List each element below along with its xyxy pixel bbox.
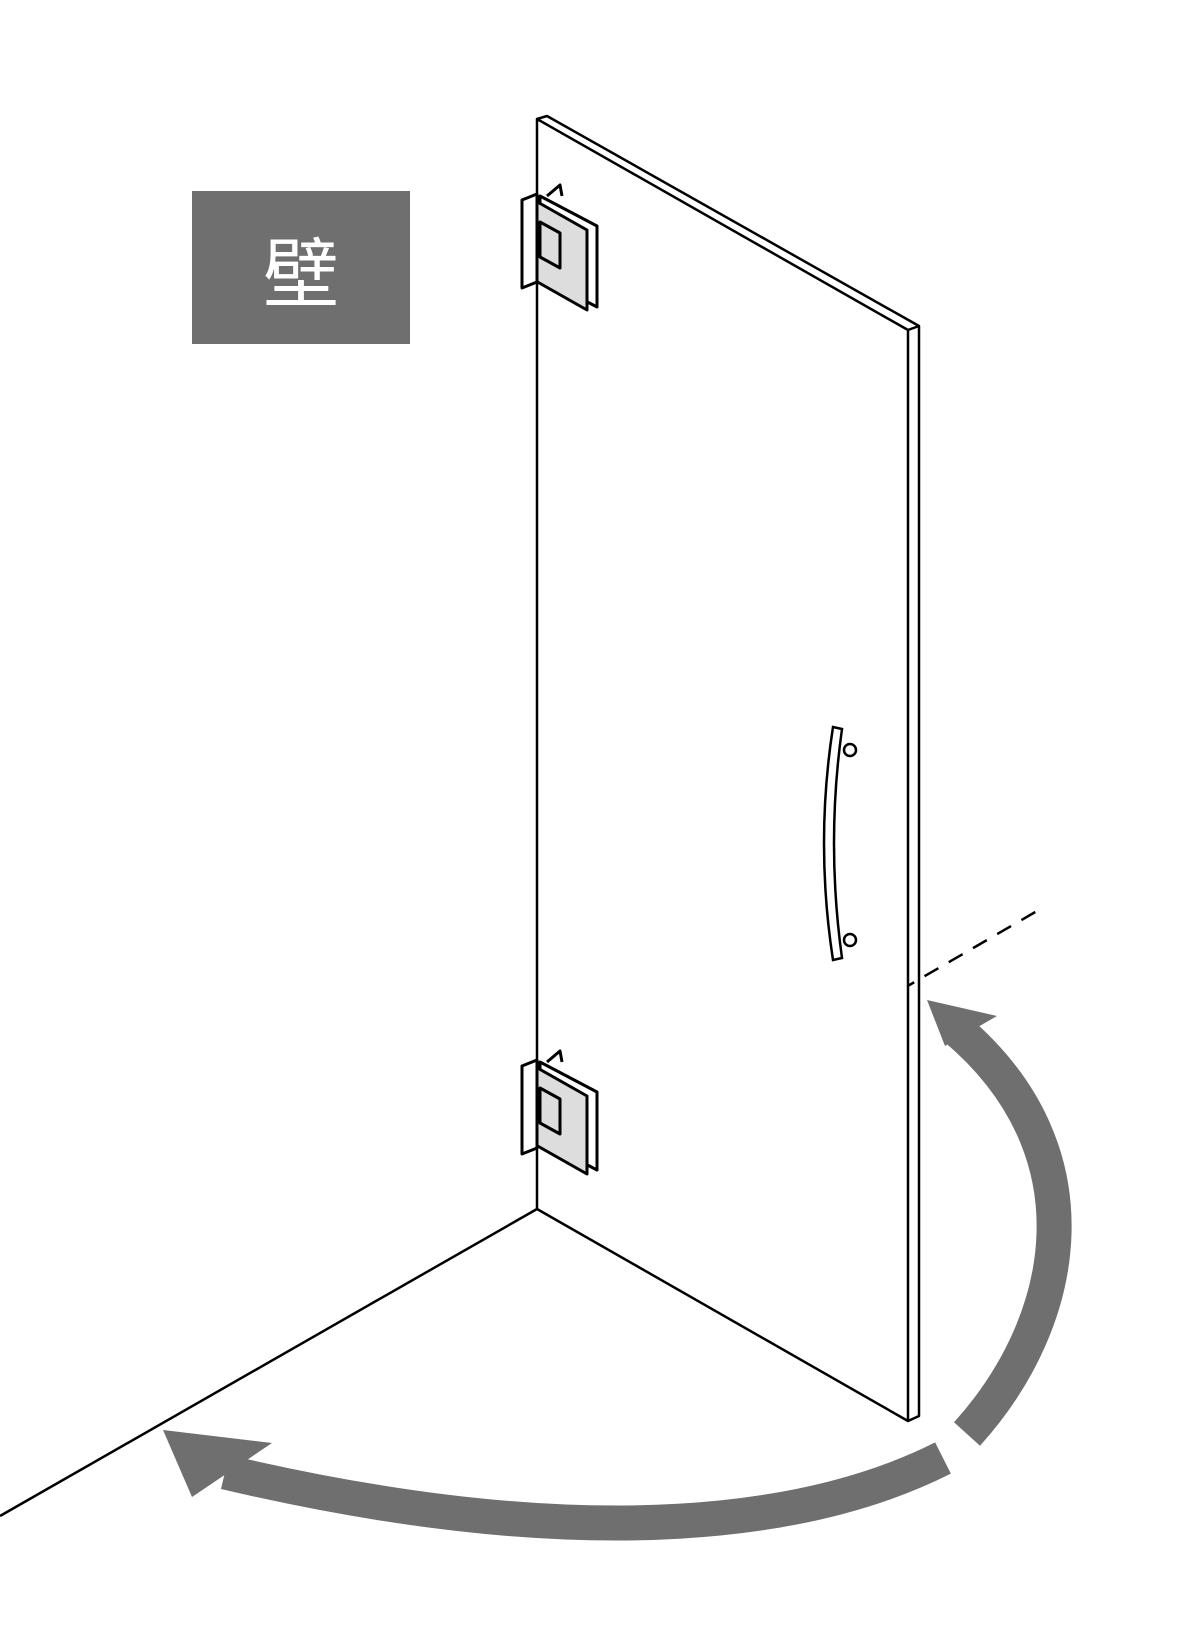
hinge-icon [520,1049,599,1176]
door-swing-arrow-icon [927,1000,1072,1446]
door-swing-arrow-icon [163,1430,951,1541]
wall-label: 壁 [192,191,410,344]
wall-floor-line [0,1207,538,1518]
glass-door-panel [535,114,921,1423]
door-handle-icon [822,725,858,962]
hinge-icon [520,183,599,312]
